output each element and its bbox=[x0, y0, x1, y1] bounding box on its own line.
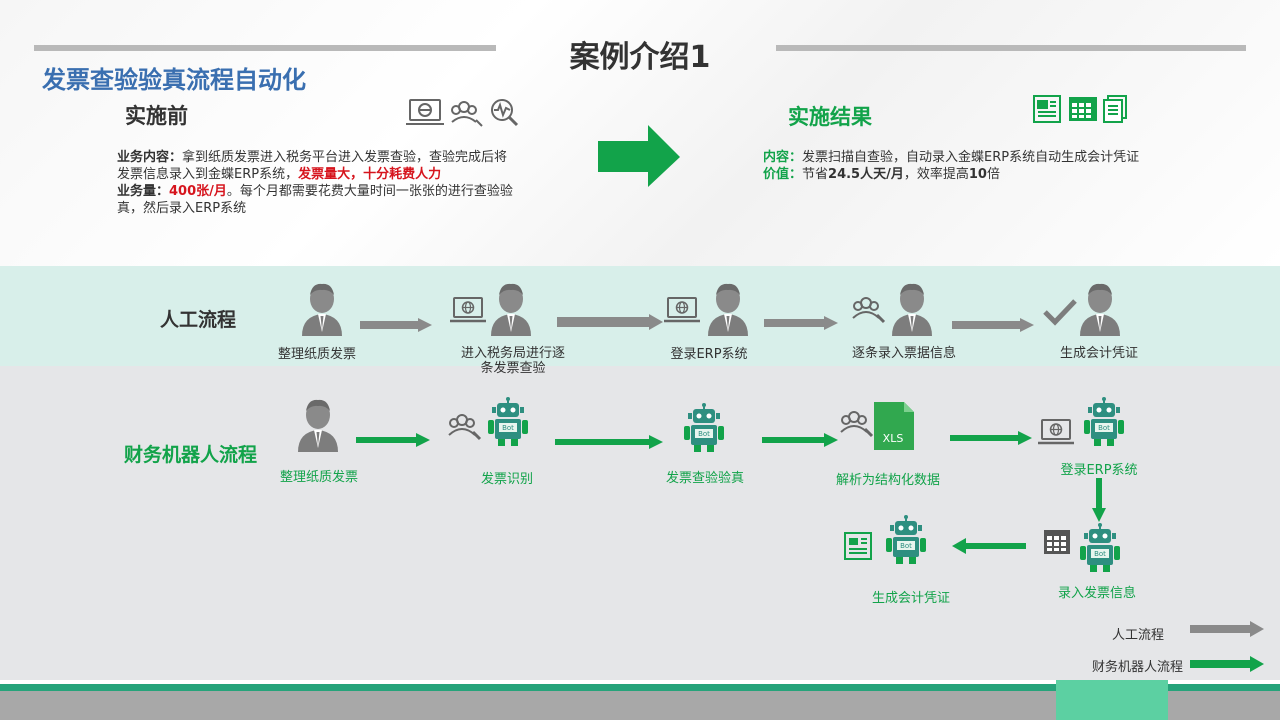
files-icon bbox=[1103, 95, 1127, 123]
value-times: 10 bbox=[968, 167, 987, 182]
robot-step-3-label: 发票查验验真 bbox=[665, 471, 744, 486]
after-heading: 实施结果 bbox=[788, 105, 872, 129]
title-rule-right bbox=[776, 45, 1246, 51]
before-description: 业务内容：拿到纸质发票进入税务平台进入发票查验，查验完成后将发票信息录入到金蝶E… bbox=[117, 149, 517, 217]
legend-manual-arrow bbox=[1190, 621, 1264, 637]
manual-step2-person-icon bbox=[491, 283, 531, 336]
robot-step4-xls-file-icon: XLS bbox=[874, 402, 914, 450]
robot-step4-people-icon bbox=[839, 410, 874, 438]
before-heading: 实施前 bbox=[125, 104, 188, 128]
manual-step5-person-icon bbox=[1080, 283, 1120, 336]
manual-row-label: 人工流程 bbox=[160, 309, 237, 331]
page-title: 案例介绍1 bbox=[569, 40, 711, 75]
robot-arrow-down bbox=[1092, 478, 1106, 522]
title-rule-left bbox=[34, 45, 496, 51]
robot-arrow-2 bbox=[555, 435, 663, 449]
manual-process-band bbox=[0, 266, 1280, 366]
robot-arrow-left bbox=[952, 538, 1026, 554]
robot-step2-robot-icon bbox=[487, 396, 529, 447]
manual-step-1-label: 整理纸质发票 bbox=[277, 347, 356, 362]
manual-arrow-1 bbox=[360, 318, 432, 332]
value-pre: 节省 bbox=[802, 167, 829, 182]
after-description: 内容：发票扫描自查验，自动录入金蝶ERP系统自动生成会计凭证 价值：节省24.5… bbox=[763, 149, 1163, 183]
volume-label: 业务量： bbox=[117, 184, 170, 199]
page-subtitle: 发票查验验真流程自动化 bbox=[42, 66, 306, 94]
robot-step6-robot-icon bbox=[1079, 522, 1121, 573]
robot-step-6-label: 录入发票信息 bbox=[1057, 586, 1136, 601]
business-text: 拿到纸质发票进入税务平台进入发票查验，查验完成后将发票信息录入到金蝶ERP系统， bbox=[117, 150, 508, 182]
xls-badge: XLS bbox=[883, 432, 904, 445]
robot-step-7-label: 生成会计凭证 bbox=[871, 591, 950, 606]
business-highlight: 发票量大，十分耗费人力 bbox=[298, 167, 442, 182]
value-label: 价值： bbox=[763, 167, 803, 182]
robot-step-2-label: 发票识别 bbox=[480, 472, 533, 487]
robot-row-label: 财务机器人流程 bbox=[124, 444, 258, 466]
content-text: 发票扫描自查验，自动录入金蝶ERP系统自动生成会计凭证 bbox=[802, 150, 1140, 165]
manual-step-4-label: 逐条录入票据信息 bbox=[852, 346, 957, 361]
manual-arrow-4 bbox=[952, 318, 1034, 332]
manual-arrow-3 bbox=[764, 316, 838, 330]
robot-step7-robot-icon bbox=[885, 514, 927, 565]
manual-step-2-label: 进入税务局进行逐条发票查验 bbox=[460, 346, 565, 376]
magnifier-pulse-icon bbox=[491, 99, 519, 127]
value-days: 24.5人天/月 bbox=[828, 167, 904, 182]
manual-step-3-label: 登录ERP系统 bbox=[670, 347, 748, 362]
robot-step6-spreadsheet-icon bbox=[1044, 530, 1070, 554]
volume-text: 。每个月都需要花费大量时间一张张的进行查验验真，然后录入ERP系统 bbox=[117, 184, 513, 216]
manual-step4-people-icon bbox=[851, 296, 886, 324]
robot-step7-document-icon bbox=[844, 532, 872, 560]
manual-step2-laptop-icon bbox=[448, 296, 488, 323]
manual-step5-check-icon bbox=[1043, 299, 1077, 326]
footer-green-stripe bbox=[0, 684, 1280, 691]
robot-process-band bbox=[0, 366, 1280, 680]
footer-tab bbox=[1056, 680, 1168, 720]
manual-step3-person-icon bbox=[708, 283, 748, 336]
header-background bbox=[0, 0, 1280, 266]
robot-step-4-label: 解析为结构化数据 bbox=[835, 473, 940, 488]
manual-arrow-2 bbox=[557, 314, 663, 330]
robot-step1-person-icon bbox=[298, 399, 338, 452]
big-arrow-icon bbox=[598, 125, 680, 187]
robot-step5-robot-icon bbox=[1083, 396, 1125, 447]
robot-step-1-label: 整理纸质发票 bbox=[279, 470, 358, 485]
legend-manual-label: 人工流程 bbox=[1112, 628, 1165, 643]
manual-step4-person-icon bbox=[892, 283, 932, 336]
robot-arrow-3 bbox=[762, 433, 838, 447]
document-icon bbox=[1033, 95, 1061, 123]
legend-robot-label: 财务机器人流程 bbox=[1092, 660, 1184, 675]
value-post: 倍 bbox=[986, 167, 1000, 182]
legend-robot-arrow bbox=[1190, 656, 1264, 672]
business-label: 业务内容： bbox=[117, 150, 183, 165]
robot-step2-people-icon bbox=[447, 413, 482, 441]
manual-step3-laptop-icon bbox=[662, 296, 702, 323]
robot-arrow-4 bbox=[950, 431, 1032, 445]
robot-step3-robot-icon bbox=[683, 402, 725, 453]
content-label: 内容： bbox=[763, 150, 803, 165]
robot-arrow-1 bbox=[356, 433, 430, 447]
robot-step-5-label: 登录ERP系统 bbox=[1060, 463, 1138, 478]
volume-value: 400张/月 bbox=[169, 184, 227, 199]
laptop-globe-icon bbox=[406, 99, 444, 125]
manual-step-5-label: 生成会计凭证 bbox=[1059, 346, 1138, 361]
after-icons bbox=[1033, 95, 1127, 123]
value-mid: ，效率提高 bbox=[903, 167, 969, 182]
people-search-icon bbox=[451, 101, 483, 127]
robot-step5-laptop-icon bbox=[1036, 418, 1076, 445]
spreadsheet-icon bbox=[1069, 97, 1097, 121]
manual-step1-person-icon bbox=[302, 283, 342, 336]
before-icons bbox=[406, 99, 519, 127]
